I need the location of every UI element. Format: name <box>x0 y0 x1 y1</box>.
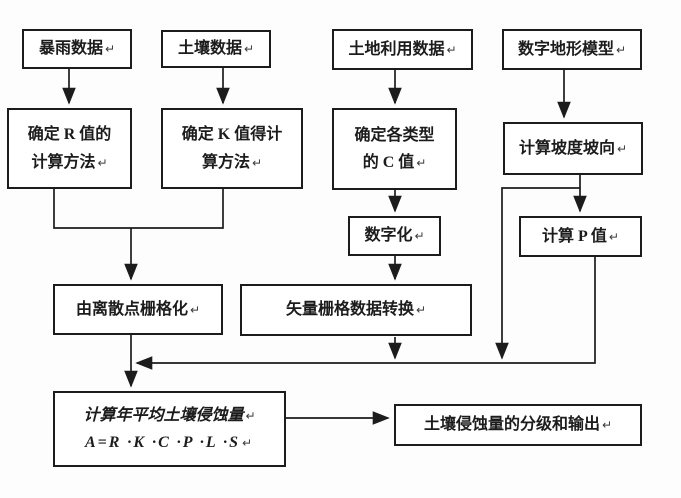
node-label: 由离散点栅格化 <box>75 300 188 318</box>
paragraph-return-mark: ↵ <box>243 42 255 57</box>
node-c-value: 确定各类型 的 C 值↵ <box>332 108 457 190</box>
paragraph-return-mark: ↵ <box>416 156 427 170</box>
paragraph-return-mark: ↵ <box>242 436 255 450</box>
node-rasterize: 由离散点栅格化↵ <box>53 284 223 335</box>
connector-rk-merge <box>53 189 224 229</box>
node-r-method: 确定 R 值的 计算方法↵ <box>7 108 132 189</box>
paragraph-return-mark: ↵ <box>446 42 457 57</box>
paragraph-return-mark: ↵ <box>608 229 619 244</box>
node-label-line1: 确定 R 值的 <box>27 126 112 144</box>
paragraph-return-mark: ↵ <box>251 155 263 170</box>
node-label-line2: 计算方法 <box>31 153 96 171</box>
connector-slope-bypass <box>495 175 581 360</box>
node-digitize: 数字化↵ <box>348 216 441 256</box>
node-label: 暴雨数据 <box>38 40 103 58</box>
paragraph-return-mark: ↵ <box>104 42 116 57</box>
paragraph-return-mark: ↵ <box>415 303 427 318</box>
paragraph-return-mark: ↵ <box>616 141 628 156</box>
node-label: 土地利用数据 <box>348 40 445 58</box>
paragraph-return-mark: ↵ <box>615 42 627 57</box>
paragraph-return-mark: ↵ <box>97 155 108 170</box>
node-label-line2: 算方法 <box>201 153 250 171</box>
paragraph-return-mark: ↵ <box>245 408 256 423</box>
paragraph-return-mark: ↵ <box>414 229 425 244</box>
node-slope-aspect: 计算坡度坡向↵ <box>503 122 643 175</box>
node-label: 计算坡度坡向 <box>518 139 615 157</box>
node-label-line1: 确定 K 值得计 <box>181 126 283 144</box>
node-vector-raster: 矢量栅格数据转换↵ <box>240 284 472 336</box>
node-label: 数字化 <box>364 227 413 245</box>
node-landuse-data: 土地利用数据↵ <box>332 29 473 70</box>
node-k-method: 确定 K 值得计 算方法↵ <box>161 108 303 189</box>
paragraph-return-mark: ↵ <box>601 418 613 433</box>
node-label-line2: 的 C 值 <box>362 154 415 171</box>
node-grading-output: 土壤侵蚀量的分级和输出↵ <box>394 404 642 446</box>
usle-formula: A=R ·K ·C ·P ·L ·S <box>84 434 240 451</box>
node-label: 数字地形模型 <box>517 40 614 58</box>
node-dem: 数字地形模型↵ <box>502 29 642 70</box>
node-label: 矢量栅格数据转换 <box>285 301 414 319</box>
paragraph-return-mark: ↵ <box>189 302 201 317</box>
node-label: 计算 P 值 <box>542 227 607 245</box>
node-title: 计算年平均土壤侵蚀量 <box>83 406 244 424</box>
node-label: 土壤侵蚀量的分级和输出 <box>423 416 600 434</box>
node-erosion-calc: 计算年平均土壤侵蚀量↵ A=R ·K ·C ·P ·L ·S↵ <box>53 391 286 467</box>
node-label: 土壤数据 <box>177 40 242 58</box>
node-storm-data: 暴雨数据↵ <box>22 29 132 69</box>
node-soil-data: 土壤数据↵ <box>161 30 271 68</box>
node-label-line1: 确定各类型 <box>354 126 435 144</box>
node-p-value: 计算 P 值↵ <box>519 216 642 257</box>
